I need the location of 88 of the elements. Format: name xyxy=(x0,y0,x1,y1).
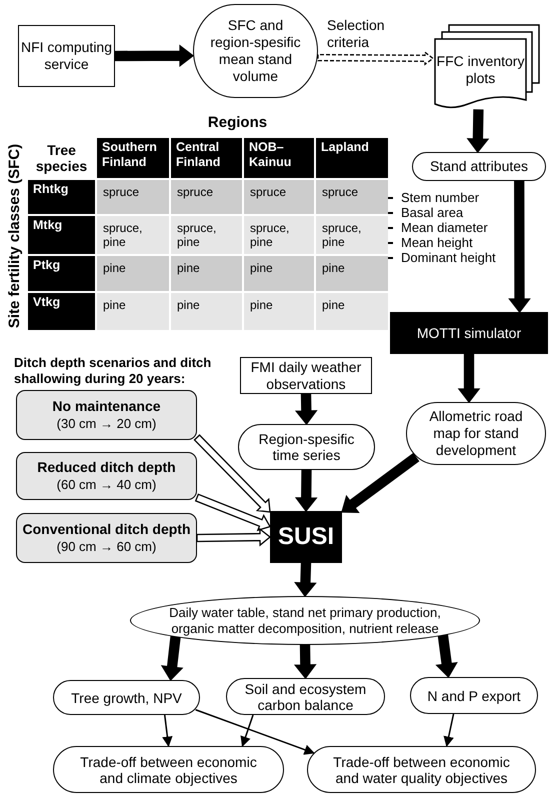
table-cell: spruce xyxy=(244,180,314,214)
document-stack xyxy=(433,24,541,110)
header-cell: Lapland xyxy=(316,138,388,178)
process-box xyxy=(240,357,372,394)
process-box xyxy=(390,312,548,354)
block-arrow xyxy=(160,636,184,682)
node-label: Soil and ecosystem carbon balance xyxy=(244,680,368,712)
table-cell: spruce, pine xyxy=(244,216,314,254)
block-arrow xyxy=(114,44,194,68)
hollow-arrow xyxy=(194,434,271,513)
header-cell: Central Finland xyxy=(171,138,242,178)
dashed-arrow xyxy=(317,50,434,66)
table-cell: spruce xyxy=(316,180,388,214)
table-cell: pine xyxy=(171,293,242,330)
node-label: (30 cm → 20 cm) xyxy=(56,415,156,432)
node-label: (90 cm → 60 cm) xyxy=(56,538,156,555)
rounded-box xyxy=(410,677,538,714)
list-item: Mean height xyxy=(401,235,473,250)
node-label: Stand attributes xyxy=(430,157,528,176)
axis-label: Site fertility classes (SFC) xyxy=(5,142,24,330)
node-label: Region-spesific time series xyxy=(258,431,356,463)
header-cell: NOB–Kainuu xyxy=(244,138,314,178)
scenario-box xyxy=(16,452,197,500)
arrow xyxy=(195,709,315,755)
header-cell: Vtkg xyxy=(28,293,95,330)
rounded-box xyxy=(226,678,385,715)
node-label: Tree growth, NPV xyxy=(71,690,182,706)
node-label: SUSI xyxy=(278,522,334,552)
block-arrow xyxy=(466,109,490,154)
arrow xyxy=(162,714,173,748)
hollow-arrow xyxy=(194,493,271,532)
table-cell: spruce, pine xyxy=(316,216,388,254)
list-item: Basal area xyxy=(401,205,464,220)
node-label: FFC inventory plots xyxy=(436,53,526,87)
node-label: Daily water table, stand net primary production, organic matter decomposition, nutrient release xyxy=(168,604,442,636)
table-cell: pine xyxy=(316,293,388,330)
block-arrow xyxy=(341,452,420,513)
hollow-arrow xyxy=(196,528,272,546)
header-cell: Mtkg xyxy=(28,216,95,254)
rounded-box xyxy=(53,746,284,793)
node-label: (60 cm → 40 cm) xyxy=(56,476,156,493)
block-arrow xyxy=(294,469,318,512)
process-box xyxy=(270,511,342,563)
rounded-box xyxy=(238,424,375,470)
block-arrow xyxy=(294,562,317,598)
node-label: Allometric road map for stand development xyxy=(428,408,524,459)
table-cell: pine xyxy=(171,256,242,291)
node-label: Reduced ditch depth xyxy=(37,459,176,476)
node-label: SFC and region-spesific mean stand volume xyxy=(209,17,302,85)
scenario-box xyxy=(16,513,197,563)
header-cell: Ptkg xyxy=(28,256,95,291)
table-cell: pine xyxy=(97,256,169,291)
table-cell: spruce xyxy=(171,180,242,214)
scenario-box xyxy=(16,390,197,440)
node-label: No maintenance xyxy=(52,398,161,415)
arrow xyxy=(444,714,454,748)
node-label: Trade-off between economic and water quality objectives xyxy=(332,754,511,786)
table-cell: pine xyxy=(97,293,169,330)
block-arrow xyxy=(294,393,318,426)
list-item: Dominant height xyxy=(401,250,496,265)
section-heading: Ditch depth scenarios and ditch shallowing during 20 years: xyxy=(14,355,212,387)
table-heading: Regions xyxy=(206,113,268,133)
table-cell: pine xyxy=(244,293,314,330)
list-item: Mean diameter xyxy=(401,220,488,235)
rounded-box xyxy=(412,152,546,181)
table-cell: spruce, pine xyxy=(97,216,169,254)
process-box xyxy=(18,25,115,87)
node-label: Conventional ditch depth xyxy=(22,521,190,538)
table-cell: pine xyxy=(244,256,314,291)
header-cell: Rhtkg xyxy=(28,180,95,214)
rounded-box xyxy=(53,680,200,715)
block-arrow xyxy=(294,644,317,680)
table-cell: spruce, pine xyxy=(171,216,242,254)
table-cell: spruce xyxy=(97,180,169,214)
header-cell: Southern Finland xyxy=(97,138,169,178)
block-arrow xyxy=(435,634,458,678)
node-label: MOTTI simulator xyxy=(416,324,522,342)
list-item: Stem number xyxy=(401,190,480,205)
node-label: NFI computing service xyxy=(20,39,114,73)
node-label: N and P export xyxy=(427,688,521,704)
node-label: FMI daily weather observations xyxy=(250,358,362,392)
rounded-box xyxy=(307,746,536,793)
block-arrow xyxy=(508,180,531,314)
node-label: Trade-off between economic and climate objectives xyxy=(79,754,258,786)
arrow xyxy=(240,714,254,747)
block-arrow xyxy=(458,353,480,404)
table-cell: pine xyxy=(316,256,388,291)
rounded-box xyxy=(406,402,546,465)
